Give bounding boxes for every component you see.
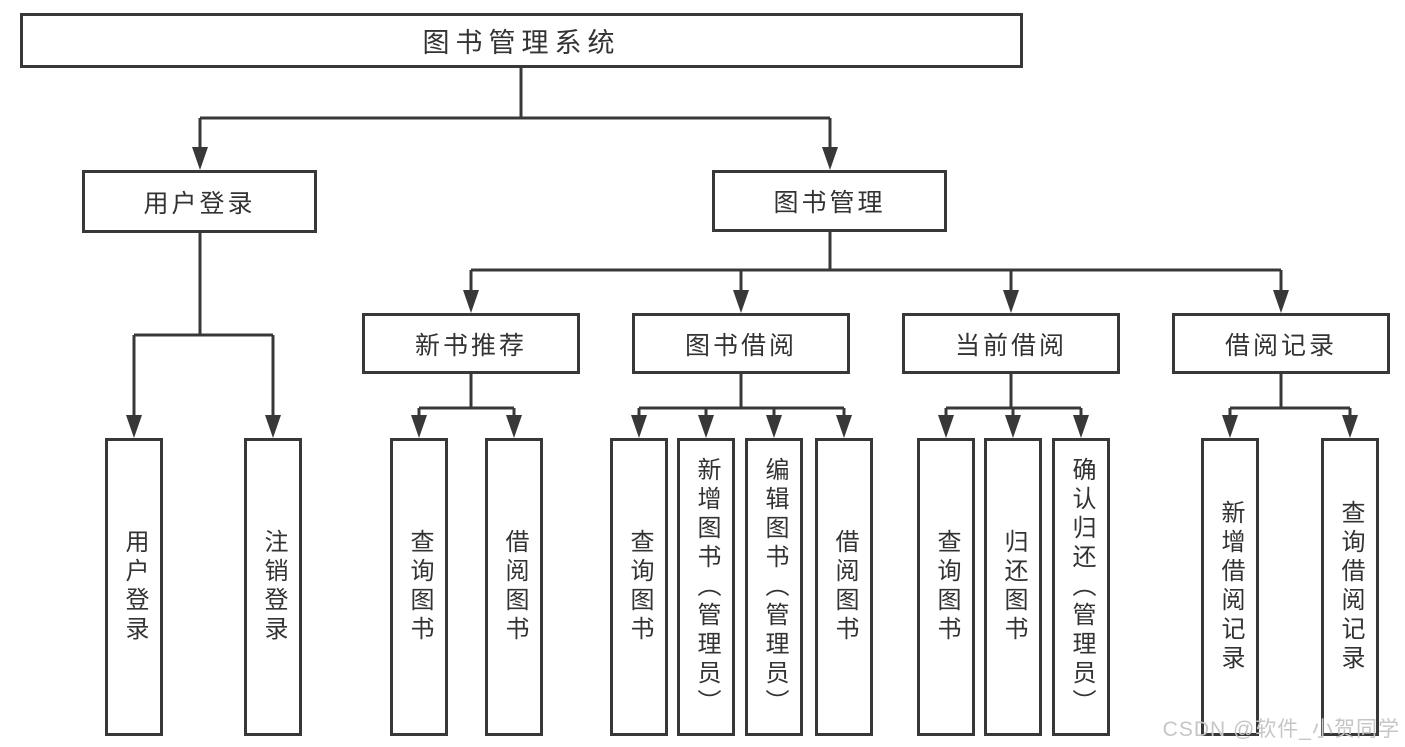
leaf-current-confirm-return-admin: 确认归还（管理员） bbox=[1052, 438, 1110, 736]
leaf-borrowing-add-books-admin: 新增图书（管理员） bbox=[677, 438, 735, 736]
leaf-records-add-record: 新增借阅记录 bbox=[1201, 438, 1259, 736]
leaf-user-login: 用户登录 bbox=[105, 438, 163, 736]
leaf-recommend-query-books: 查询图书 bbox=[390, 438, 448, 736]
csdn-watermark: CSDN @软件_小贺同学 bbox=[1162, 718, 1400, 741]
leaf-current-return-books: 归还图书 bbox=[984, 438, 1042, 736]
node-user-login: 用户登录 bbox=[82, 170, 317, 233]
leaf-current-query-books: 查询图书 bbox=[917, 438, 975, 736]
leaf-records-query-record: 查询借阅记录 bbox=[1321, 438, 1379, 736]
leaf-borrowing-query-books: 查询图书 bbox=[610, 438, 668, 736]
leaf-logout: 注销登录 bbox=[244, 438, 302, 736]
node-current-borrowing: 当前借阅 bbox=[902, 313, 1120, 374]
leaf-borrowing-edit-books-admin: 编辑图书（管理员） bbox=[745, 438, 803, 736]
node-library-management-system: 图书管理系统 bbox=[20, 13, 1023, 68]
node-book-borrowing: 图书借阅 bbox=[632, 313, 850, 374]
node-book-management: 图书管理 bbox=[712, 170, 947, 232]
leaf-borrowing-borrow-books: 借阅图书 bbox=[815, 438, 873, 736]
node-borrowing-records: 借阅记录 bbox=[1172, 313, 1390, 374]
node-new-book-recommend: 新书推荐 bbox=[362, 313, 580, 374]
leaf-recommend-borrow-books: 借阅图书 bbox=[485, 438, 543, 736]
